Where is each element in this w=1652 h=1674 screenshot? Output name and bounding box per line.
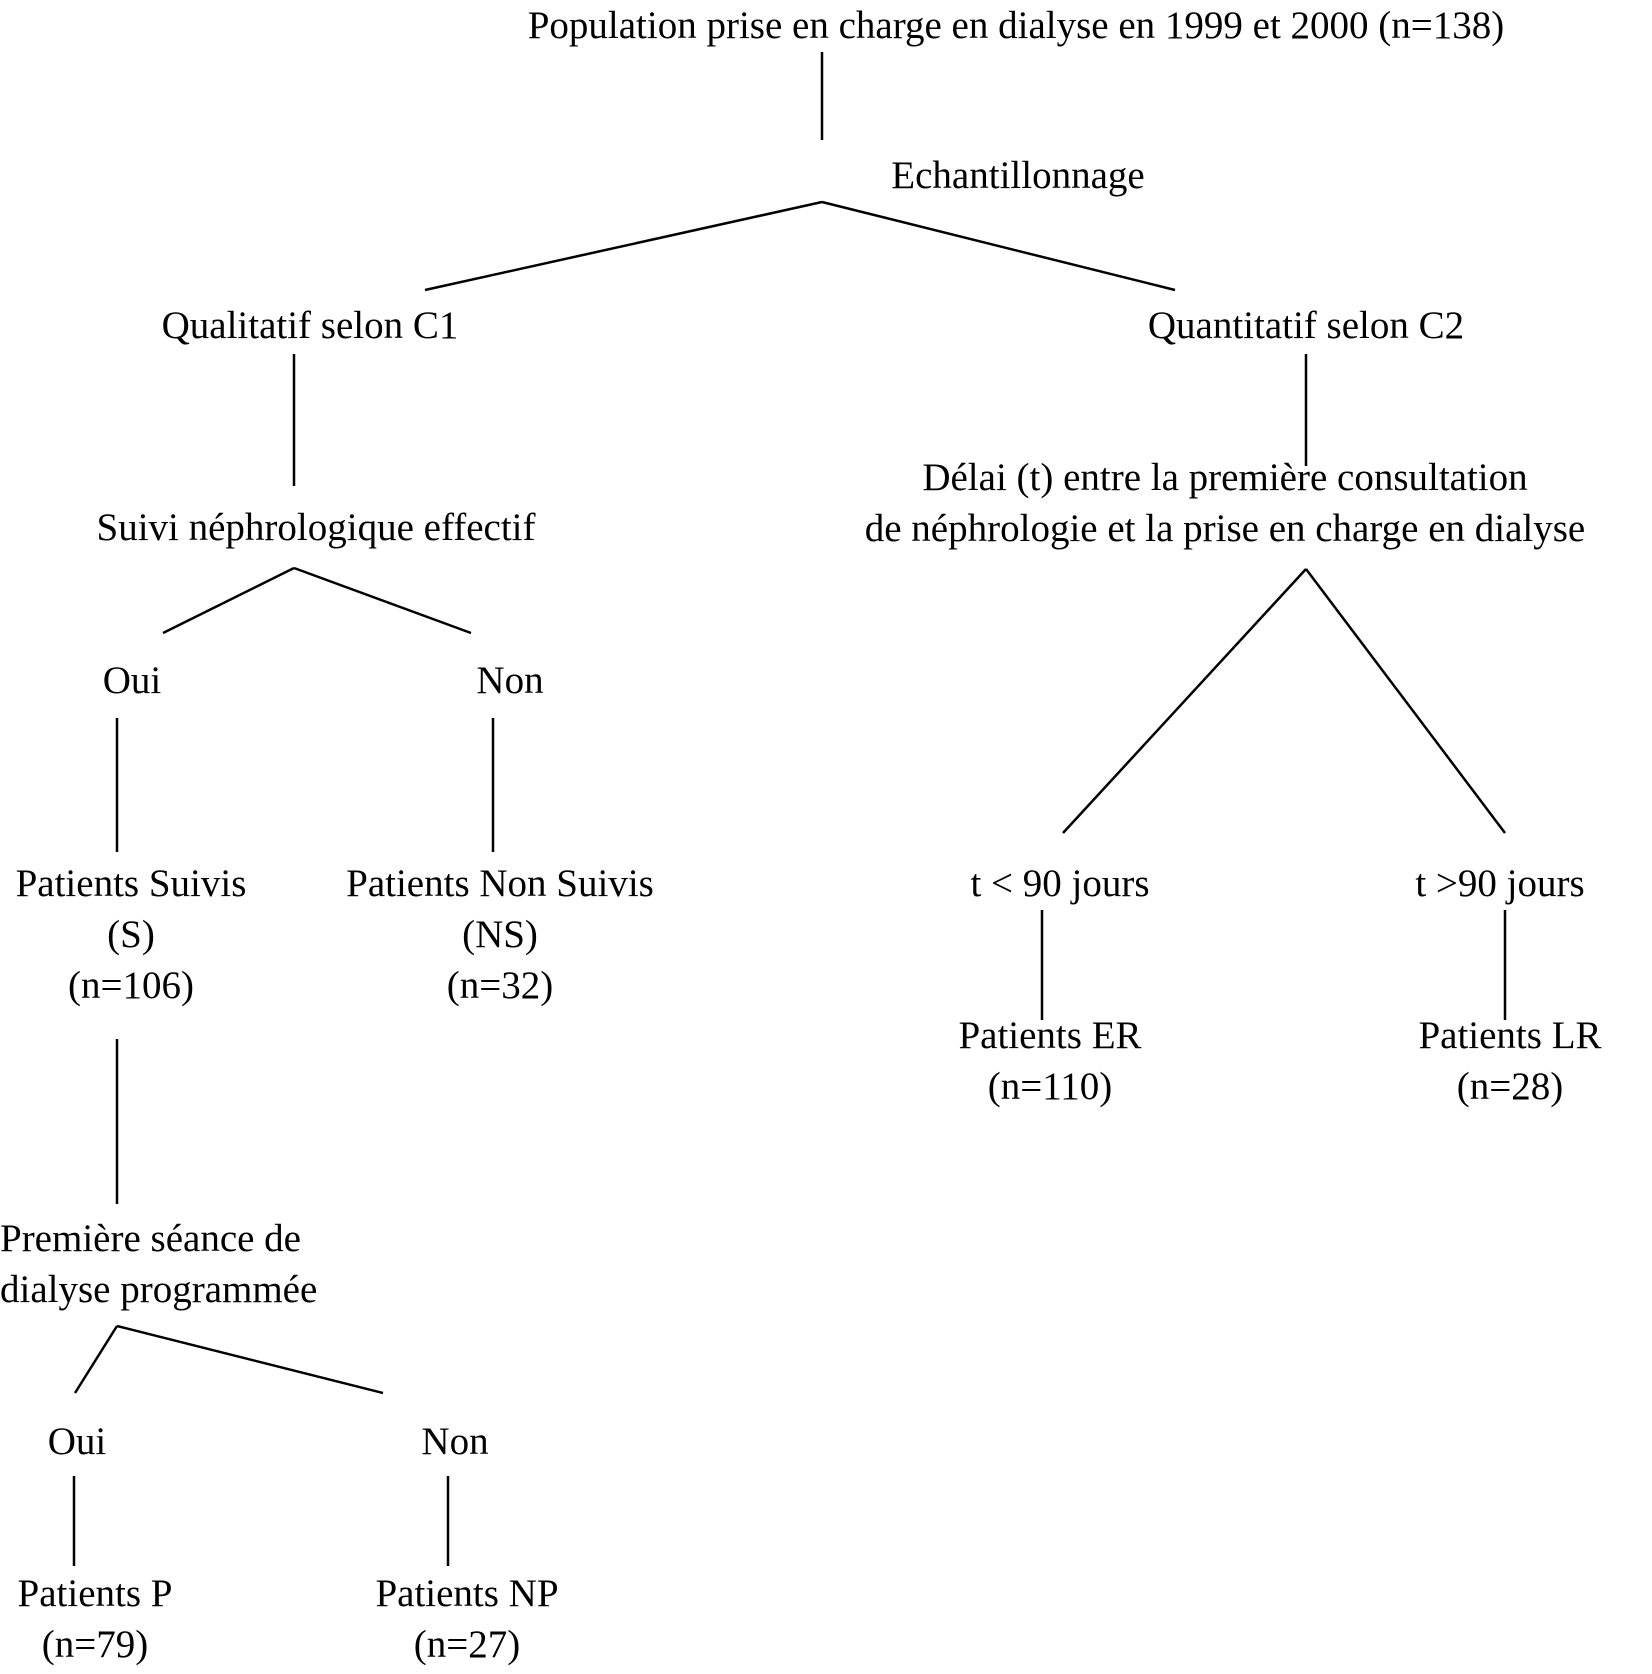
patients-p-name: Patients P: [17, 1572, 173, 1615]
late-referral-node: t >90 jours: [1350, 858, 1650, 909]
patients-suivis-node: Patients Suivis (S) (n=106): [0, 858, 262, 1011]
qualitative-yes-label: Oui: [102, 659, 162, 702]
patients-non-suivis-node: Patients Non Suivis (NS) (n=32): [305, 858, 695, 1011]
qualitative-no-node: Non: [440, 655, 580, 706]
patients-np-node: Patients NP (n=27): [352, 1568, 582, 1670]
programmed-no-label: Non: [421, 1420, 489, 1463]
patients-non-suivis-code: (NS): [462, 913, 538, 956]
patients-lr-count: (n=28): [1456, 1065, 1564, 1108]
patients-non-suivis-name: Patients Non Suivis: [346, 862, 654, 905]
patients-suivis-count: (n=106): [68, 964, 194, 1007]
quantitative-label: Quantitatif selon C2: [1147, 304, 1465, 347]
patients-suivis-name: Patients Suivis: [15, 862, 247, 905]
patients-np-name: Patients NP: [375, 1572, 559, 1615]
root-node: Population prise en charge en dialyse en…: [466, 0, 1566, 51]
sampling-node: Echantillonnage: [818, 150, 1218, 201]
qualitative-no-label: Non: [476, 659, 544, 702]
qualitative-criterion-node: Suivi néphrologique effectif: [41, 502, 591, 553]
edge-sampling-qualitative: [424, 200, 823, 292]
patients-non-suivis-count: (n=32): [446, 964, 554, 1007]
edge-programmee-yes: [73, 1325, 119, 1394]
sampling-label: Echantillonnage: [891, 154, 1145, 197]
patients-suivis-code: (S): [107, 913, 155, 956]
edge-criterion-early: [1062, 568, 1307, 834]
quantitative-criterion-line-1: Délai (t) entre la première consultation: [922, 456, 1528, 499]
programmed-dialysis-line-2: dialyse programmée: [0, 1268, 318, 1311]
programmed-dialysis-node: Première séance de dialyse programmée: [0, 1213, 420, 1315]
qualitative-criterion-label: Suivi néphrologique effectif: [96, 506, 536, 549]
patients-lr-name: Patients LR: [1418, 1014, 1602, 1057]
patients-p-node: Patients P (n=79): [0, 1568, 190, 1670]
early-referral-label: t < 90 jours: [970, 862, 1150, 905]
programmed-dialysis-line-1: Première séance de: [0, 1217, 301, 1260]
edge-programmee-no: [116, 1324, 384, 1395]
programmed-yes-node: Oui: [12, 1416, 142, 1467]
patients-er-count: (n=110): [987, 1065, 1113, 1108]
edge-criterion-yes: [162, 566, 295, 635]
patients-er-name: Patients ER: [958, 1014, 1142, 1057]
programmed-yes-label: Oui: [47, 1420, 107, 1463]
early-referral-node: t < 90 jours: [910, 858, 1210, 909]
patients-lr-node: Patients LR (n=28): [1380, 1010, 1640, 1112]
edge-sampling-quantitative: [821, 200, 1176, 292]
qualitative-label: Qualitatif selon C1: [161, 304, 459, 347]
edge-criterion-no: [293, 566, 472, 635]
edge-criterion-late: [1305, 568, 1506, 834]
root-label: Population prise en charge en dialyse en…: [527, 4, 1505, 47]
quantitative-node: Quantitatif selon C2: [1106, 300, 1506, 351]
quantitative-criterion-line-2: de néphrologie et la prise en charge en …: [864, 507, 1586, 550]
qualitative-yes-node: Oui: [62, 655, 202, 706]
qualitative-node: Qualitatif selon C1: [110, 300, 510, 351]
quantitative-criterion-node: Délai (t) entre la première consultation…: [805, 452, 1645, 554]
late-referral-label: t >90 jours: [1415, 862, 1585, 905]
programmed-no-node: Non: [390, 1416, 520, 1467]
patients-er-node: Patients ER (n=110): [920, 1010, 1180, 1112]
patients-p-count: (n=79): [41, 1623, 149, 1666]
patients-np-count: (n=27): [413, 1623, 521, 1666]
